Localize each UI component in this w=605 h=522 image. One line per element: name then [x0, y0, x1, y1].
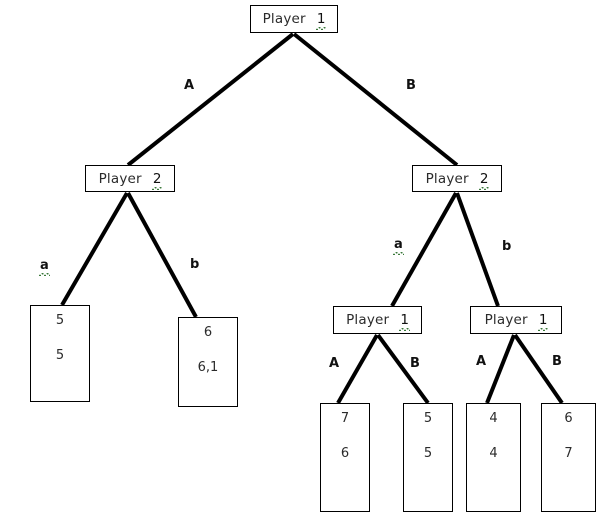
node-player-number: 1: [537, 312, 548, 331]
payoff-value-player2: 5: [55, 348, 65, 363]
payoff-value-player1: 5: [423, 411, 433, 426]
payoff-value-player1: 7: [340, 411, 350, 426]
node-player-number: 1: [315, 11, 326, 30]
tree-edge: [376, 333, 430, 405]
edge-label-p1RL-B: B: [410, 356, 420, 371]
payoff-value-player1: 5: [55, 313, 65, 328]
node-player-number: 2: [478, 170, 489, 190]
payoff-value-player1: 6: [564, 411, 573, 426]
tree-edge: [485, 334, 516, 404]
tree-edge: [455, 192, 500, 307]
node-player-word: Player: [425, 170, 469, 187]
payoff-value-player2: 7: [564, 446, 573, 461]
edge-label-p2R-a: a: [393, 237, 404, 255]
tree-edge: [126, 32, 295, 167]
node-player-word: Player: [262, 11, 306, 27]
payoff-value-player2: 4: [489, 446, 498, 461]
node-player-word: Player: [484, 312, 528, 328]
edge-label-p1RR-A: A: [476, 354, 487, 369]
payoff-value-player1: 6: [203, 325, 213, 340]
decision-node-p1RL: Player 1: [333, 306, 422, 334]
node-player-number: 2: [151, 170, 162, 190]
tree-edge: [292, 32, 459, 167]
payoff-value-player2: 5: [423, 446, 433, 461]
payoff-value-player1: 4: [489, 411, 498, 426]
edge-label-p1RR-B: B: [552, 354, 562, 369]
tree-edge: [390, 192, 458, 307]
edge-label-p2L-a: a: [39, 258, 50, 276]
decision-node-p2R: Player 2: [412, 165, 502, 192]
tree-edge: [126, 192, 198, 318]
node-player-number: 1: [399, 312, 410, 331]
edge-label-root-A: A: [184, 78, 195, 93]
edge-label-p2L-b: b: [190, 257, 200, 272]
edge-label-root-B: B: [406, 78, 416, 93]
decision-node-root: Player 1: [250, 5, 338, 33]
edge-label-p1RL-A: A: [329, 356, 340, 371]
tree-edge: [513, 333, 564, 405]
tree-edge: [60, 191, 129, 307]
node-player-word: Player: [346, 312, 390, 328]
tree-edge: [336, 334, 379, 404]
edge-label-p2R-b: b: [502, 239, 512, 254]
payoff-value-player2: 6: [340, 446, 350, 461]
node-player-word: Player: [98, 170, 142, 187]
decision-node-p1RR: Player 1: [470, 306, 562, 334]
payoff-value-player2: 6,1: [197, 360, 219, 375]
decision-node-p2L: Player 2: [85, 165, 175, 192]
